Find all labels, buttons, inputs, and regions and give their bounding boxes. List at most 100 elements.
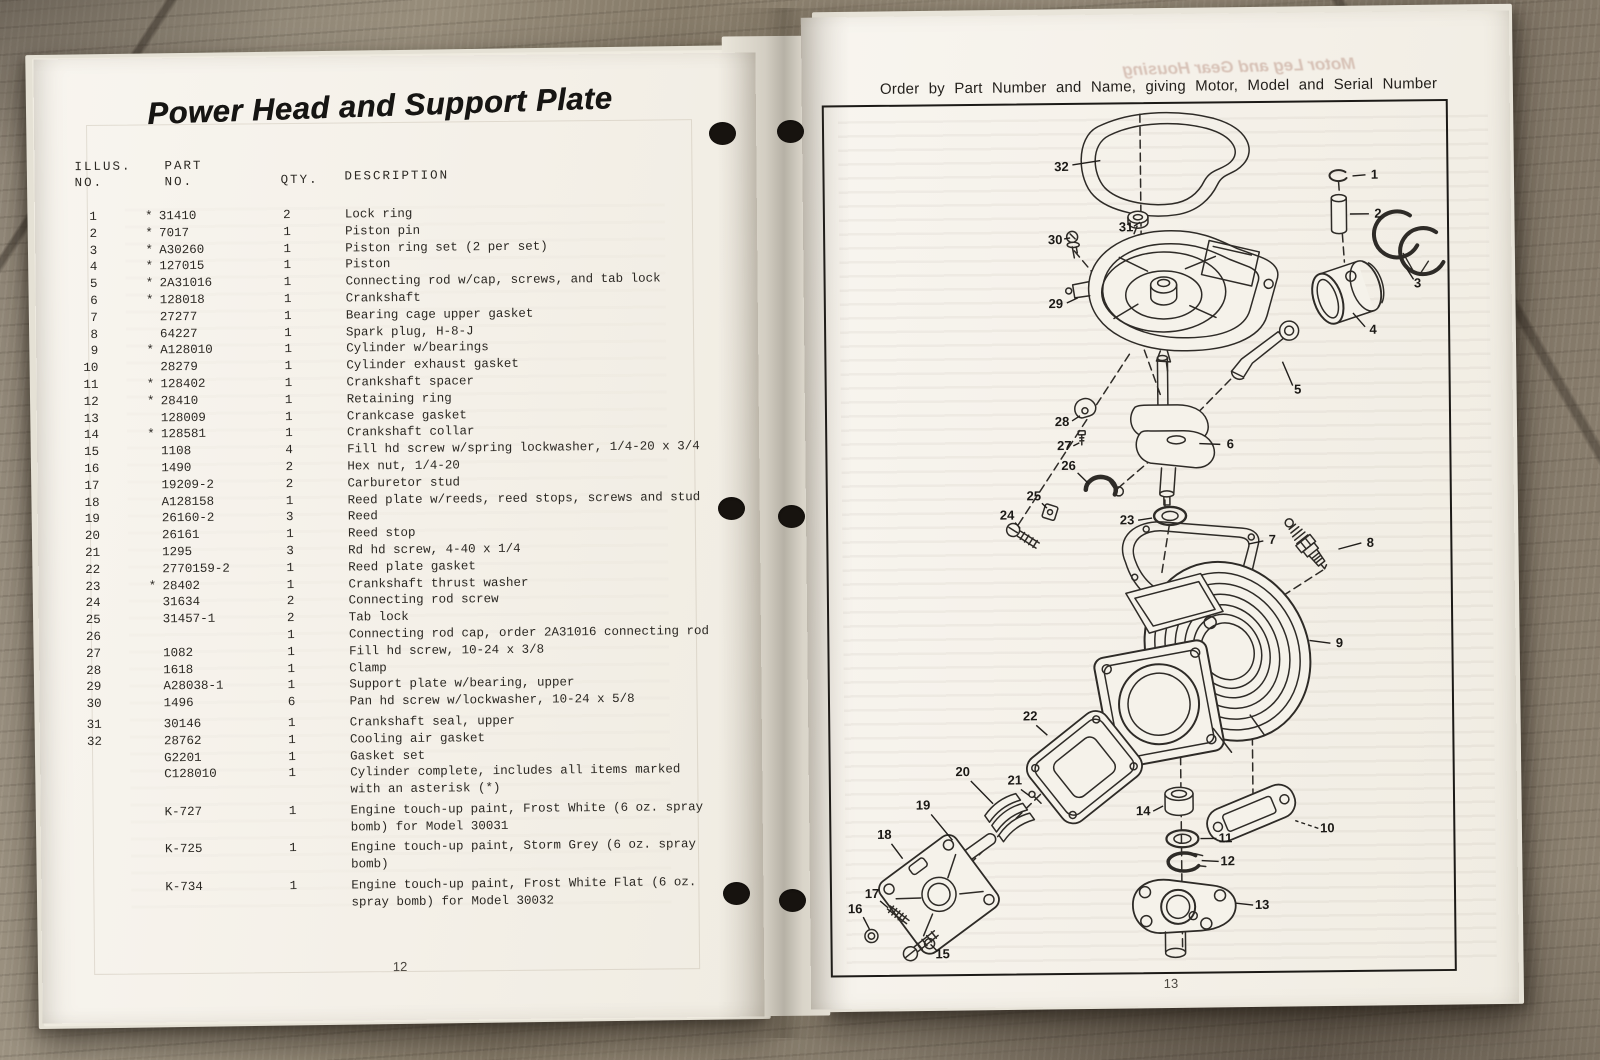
callout-label: 28 <box>1055 414 1070 429</box>
part-cooling-air-gasket <box>1080 111 1250 217</box>
callout-leader <box>1072 159 1101 166</box>
header-illus-no: ILLUS. NO. <box>74 159 132 191</box>
cell-description: Cylinder complete, includes all items ma… <box>350 762 681 797</box>
cell-part-no: A28038-1 <box>163 679 224 694</box>
cell-asterisk: * <box>147 427 155 442</box>
cell-illus-no: 2 <box>89 226 98 241</box>
cell-part-no: 28402 <box>162 578 201 593</box>
header-qty: QTY. <box>280 172 319 188</box>
cell-part-no: 31410 <box>158 208 197 224</box>
callout-leader <box>1338 542 1362 550</box>
cell-part-no: 128402 <box>160 376 206 392</box>
part-reed-plate-gasket <box>1026 710 1143 825</box>
cell-qty: 1 <box>287 678 296 693</box>
cell-part-no: A128010 <box>160 343 213 358</box>
cell-part-no: 128018 <box>159 292 205 308</box>
part-support-plate <box>1064 230 1279 372</box>
callout-label: 17 <box>865 886 880 901</box>
cell-part-no: 26161 <box>161 528 200 543</box>
callout-leader <box>1352 312 1366 328</box>
callout-label: 29 <box>1049 296 1064 311</box>
part-piston-rings <box>1372 209 1446 277</box>
cell-qty: 1 <box>284 308 292 323</box>
callout-label: 3 <box>1414 275 1421 290</box>
callout-label: 4 <box>1369 322 1377 337</box>
cell-qty: 3 <box>286 543 294 559</box>
cell-part-no: 1082 <box>163 645 194 660</box>
cell-part-no: 28762 <box>163 733 202 748</box>
cell-illus-no: 11 <box>83 377 99 392</box>
cell-illus-no: 29 <box>86 680 102 695</box>
cell-part-no: K-734 <box>165 879 203 895</box>
callout-label: 7 <box>1269 532 1276 547</box>
callout-leader <box>890 843 904 860</box>
cell-description: Pan hd screw w/lockwasher, 10-24 x 5/8 <box>349 691 635 709</box>
cell-illus-no: 18 <box>84 495 100 510</box>
cell-qty: 1 <box>289 879 298 894</box>
cell-qty: 3 <box>285 510 294 525</box>
callout-label: 2 <box>1374 206 1381 221</box>
part-piston-pin <box>1330 193 1348 235</box>
cell-illus-no: 28 <box>86 663 102 678</box>
cell-asterisk: * <box>146 394 155 409</box>
cell-part-no: C128010 <box>164 767 217 782</box>
cell-qty: 1 <box>287 627 295 642</box>
part-crankshaft-spacer <box>1165 829 1200 849</box>
cell-qty: 1 <box>285 426 293 441</box>
callout-label: 14 <box>1136 803 1151 818</box>
cell-qty: 2 <box>286 594 295 609</box>
callout-label: 15 <box>935 946 950 961</box>
part-exhaust-gasket <box>1206 783 1297 843</box>
callout-label: 30 <box>1048 232 1063 247</box>
cell-part-no: G2201 <box>164 750 202 765</box>
table-header-row: ILLUS. NO. PART NO. QTY. DESCRIPTION <box>74 153 734 191</box>
cell-qty: 1 <box>284 392 293 407</box>
cell-description: Engine touch-up paint, Frost White Flat … <box>351 875 697 910</box>
callout-leader <box>1352 174 1366 177</box>
exploded-parts-drawing: 3231302912345628272625242378922202119181… <box>848 111 1446 962</box>
part-connecting-rod <box>1230 320 1300 380</box>
cell-asterisk: * <box>146 377 155 392</box>
part-hex-nut <box>864 928 879 944</box>
cell-qty: 1 <box>284 325 292 340</box>
cell-qty: 1 <box>287 715 296 730</box>
callout-label: 10 <box>1320 820 1335 835</box>
cell-part-no: 28279 <box>160 360 198 375</box>
callout-label: 12 <box>1220 853 1235 868</box>
cell-description: Engine touch-up paint, Storm Grey (6 oz.… <box>350 837 697 872</box>
callout-label: 11 <box>1218 830 1232 845</box>
cell-qty: 2 <box>285 476 294 491</box>
cell-part-no: K-727 <box>164 804 203 820</box>
part-pan-hd-screw <box>902 930 939 962</box>
cell-part-no: 128581 <box>160 427 207 442</box>
part-connecting-rod-screw <box>1005 522 1040 549</box>
cell-illus-no: 32 <box>86 734 103 749</box>
callout-label: 13 <box>1255 897 1270 912</box>
cell-qty: 1 <box>283 258 292 273</box>
cell-illus-no: 16 <box>84 461 100 476</box>
cell-illus-no: 8 <box>90 327 99 342</box>
cell-illus-no: 7 <box>90 310 98 325</box>
callout-leader <box>1281 361 1294 386</box>
cell-asterisk: * <box>145 209 153 224</box>
part-thrust-washer <box>1152 505 1188 527</box>
part-reed-plate <box>878 834 1000 955</box>
cell-part-no: 30146 <box>163 716 202 732</box>
cell-part-no: 2A31016 <box>159 275 213 291</box>
callout-leader <box>930 813 953 841</box>
callout-label: 22 <box>1023 708 1038 723</box>
callout-label: 32 <box>1054 159 1069 174</box>
cell-qty: 2 <box>285 459 294 475</box>
callout-leader <box>1020 788 1030 796</box>
right-page: Motor Leg and Gear Housing Order by Part… <box>800 10 1520 1010</box>
callout-leader <box>1199 442 1221 446</box>
cell-illus-no: 14 <box>83 428 100 443</box>
cell-qty: 1 <box>284 359 293 374</box>
cell-part-no: 1490 <box>161 460 192 476</box>
cell-part-no: 28410 <box>160 393 199 409</box>
part-fill-screw-upper <box>1065 230 1080 259</box>
cell-qty: 2 <box>286 611 295 626</box>
cell-illus-no: 19 <box>84 512 100 527</box>
callout-label: 26 <box>1061 458 1076 473</box>
